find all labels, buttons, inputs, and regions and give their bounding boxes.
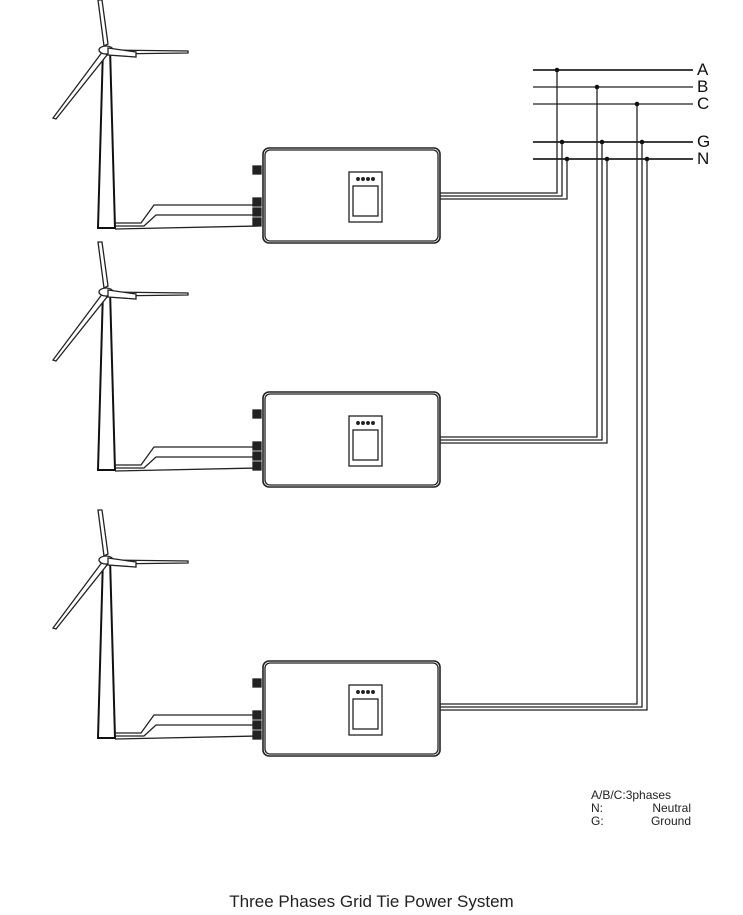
- bus-label-b: B: [697, 77, 709, 96]
- legend-row-ground: G: Ground: [591, 815, 691, 828]
- legend-value: Neutral: [652, 801, 691, 815]
- wind-turbine-1: [52, 0, 259, 230]
- junction-dots: [554, 67, 650, 162]
- inverter-1: [252, 147, 441, 244]
- legend-row-neutral: N: Neutral: [591, 802, 691, 815]
- inverter-3: [252, 660, 441, 757]
- bus-label-n: N: [697, 149, 710, 168]
- bus-label-c: C: [697, 94, 710, 113]
- wind-turbine-2: [52, 241, 259, 472]
- legend-key: A/B/C:: [591, 788, 626, 802]
- legend: A/B/C:3phases N: Neutral G: Ground: [591, 789, 691, 828]
- inverter-3-output-wires: [440, 104, 648, 711]
- inverter-2: [252, 391, 441, 488]
- diagram-caption: Three Phases Grid Tie Power System: [229, 892, 514, 911]
- legend-value: 3phases: [625, 788, 672, 802]
- legend-key: N:: [591, 801, 603, 815]
- wind-turbine-3: [52, 509, 259, 740]
- bus-label-a: A: [697, 60, 709, 79]
- legend-value: Ground: [650, 814, 691, 828]
- inverter-1-output-wires: [440, 70, 568, 200]
- inverter-2-output-wires: [440, 87, 608, 444]
- bus-label-g: G: [697, 132, 711, 151]
- legend-row-phases: A/B/C:3phases: [591, 789, 691, 802]
- legend-key: G:: [591, 814, 604, 828]
- bus-lines: [533, 69, 693, 160]
